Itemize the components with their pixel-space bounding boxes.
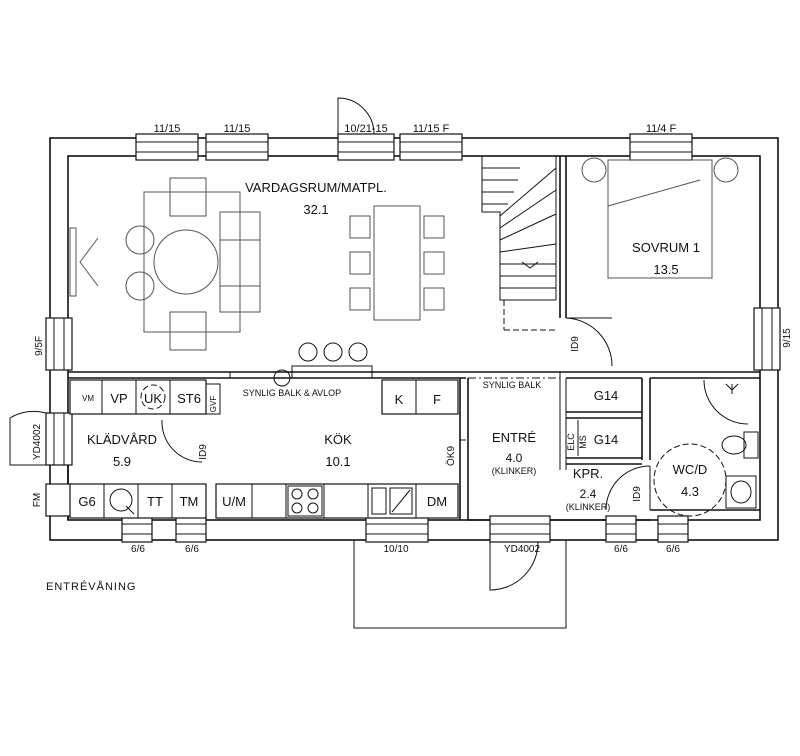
- label-window-top-2: 11/15: [224, 123, 251, 135]
- label-fm: FM: [32, 493, 43, 507]
- fixture-tm: TM: [180, 494, 199, 509]
- room-entry-name: ENTRÉ: [492, 430, 536, 445]
- entry-closets: G14 G14 ELC MS: [566, 388, 618, 456]
- fixture-vm: VM: [82, 394, 94, 403]
- window-bottom-5: [657, 515, 689, 543]
- kitchen-top-counter: K F: [381, 379, 459, 415]
- label-door-kitchen: ÖK9: [445, 446, 457, 466]
- fixture-gvf: GVF: [209, 396, 218, 413]
- room-kitchen-area: 10.1: [325, 454, 350, 469]
- fixture-um: U/M: [222, 494, 246, 509]
- kitchen-doorway: ÖK9: [445, 439, 468, 466]
- closet-door: ID9: [161, 419, 209, 463]
- fixture-tt: TT: [147, 494, 163, 509]
- label-door-stair: ID9: [570, 336, 581, 352]
- porch: [353, 540, 567, 629]
- stairs: [481, 156, 557, 331]
- label-window-bottom-3: 10/10: [383, 544, 408, 555]
- label-window-top-4: 11/4 F: [646, 123, 677, 135]
- fixture-ms: MS: [578, 435, 588, 449]
- window-bottom-3: [365, 515, 429, 543]
- side-windows: 9/5F 9/15: [34, 307, 793, 371]
- room-wc-name: WC/D: [673, 462, 708, 477]
- room-living-area: 32.1: [303, 202, 328, 217]
- room-labels: VARDAGSRUM/MATPL. 32.1 SOVRUM 1 13.5 KLÄ…: [87, 180, 707, 512]
- room-closet-area: 5.9: [113, 454, 131, 469]
- note-beam: SYNLIG BALK: [483, 380, 542, 390]
- window-right: [753, 307, 781, 371]
- top-windows: [135, 97, 693, 161]
- label-window-left: 9/5F: [34, 336, 45, 356]
- room-bedroom-area: 13.5: [653, 262, 678, 277]
- fixture-k: K: [395, 392, 404, 407]
- beam-lines: SYNLIG BALK & AVLOP SYNLIG BALK: [229, 342, 560, 398]
- room-wc-area: 4.3: [681, 484, 699, 499]
- floor-caption: ENTRÉVÅNING: [46, 580, 136, 593]
- label-window-bottom-1: 6/6: [131, 544, 145, 555]
- window-top-3: [399, 133, 463, 161]
- label-window-top-3: 11/15 F: [413, 123, 450, 135]
- window-bottom-4: [605, 515, 637, 543]
- label-window-bottom-2: 6/6: [185, 544, 199, 555]
- label-window-top-1: 11/15: [154, 123, 181, 135]
- room-entry-floor: (KLINKER): [492, 466, 537, 476]
- door-top-balcony: [337, 133, 395, 161]
- fixture-dm: DM: [427, 494, 447, 509]
- fixture-elc: ELC: [566, 433, 576, 451]
- label-door-closet: ID9: [198, 444, 209, 460]
- window-top-1: [135, 133, 199, 161]
- window-bottom-2: [175, 515, 207, 543]
- fixture-g14b: G14: [594, 432, 619, 447]
- room-wardrobe-name: KPR.: [573, 466, 603, 481]
- room-bedroom-name: SOVRUM 1: [632, 240, 700, 255]
- fixture-f: F: [433, 392, 441, 407]
- bedroom-furniture: [581, 157, 739, 279]
- bottom-windows: [121, 515, 689, 543]
- fixture-vp: VP: [110, 391, 127, 406]
- label-window-bottom-4: 6/6: [614, 544, 628, 555]
- bottom-counters: G6 TT TM U/M DM: [69, 483, 459, 519]
- fixture-g14a: G14: [594, 388, 619, 403]
- room-closet-name: KLÄDVÅRD: [87, 432, 157, 447]
- top-window-labels: 11/15 11/15 10/21-15 11/15 F 11/4 F: [154, 123, 677, 135]
- label-door-left: YD4002: [32, 423, 43, 460]
- door-bottom: [489, 515, 551, 543]
- window-left: [45, 317, 73, 371]
- bottom-window-labels: 6/6 6/6 10/10 6/6 6/6 YD4002: [131, 544, 680, 555]
- closet-fixtures-top: VM VP UK ST6 GVF: [69, 379, 221, 415]
- label-door-bottom: YD4002: [504, 544, 541, 555]
- label-door-top: 10/21-15: [344, 123, 387, 135]
- fixture-g6: G6: [78, 494, 95, 509]
- living-furniture: [69, 177, 445, 351]
- label-window-bottom-5: 6/6: [666, 544, 680, 555]
- window-top-4: [629, 133, 693, 161]
- exterior-walls: [49, 137, 779, 541]
- label-window-right: 9/15: [782, 328, 793, 348]
- fixture-uk: UK: [144, 391, 162, 406]
- left-door: YD4002 FM: [9, 410, 73, 517]
- room-wardrobe-floor: (KLINKER): [566, 502, 611, 512]
- window-bottom-1: [121, 515, 153, 543]
- note-beam-drain: SYNLIG BALK & AVLOP: [243, 388, 341, 398]
- room-kitchen-name: KÖK: [324, 432, 352, 447]
- fixture-st6: ST6: [177, 391, 201, 406]
- kpr-door: ID9: [605, 465, 651, 511]
- room-entry-area: 4.0: [506, 451, 523, 465]
- room-wardrobe-area: 2.4: [580, 487, 597, 501]
- wc-fixtures: [653, 379, 759, 517]
- label-door-kpr: ID9: [632, 486, 643, 502]
- stair-door: ID9: [565, 317, 613, 367]
- interior-walls: [67, 156, 760, 521]
- window-top-2: [205, 133, 269, 161]
- room-living-name: VARDAGSRUM/MATPL.: [245, 180, 387, 195]
